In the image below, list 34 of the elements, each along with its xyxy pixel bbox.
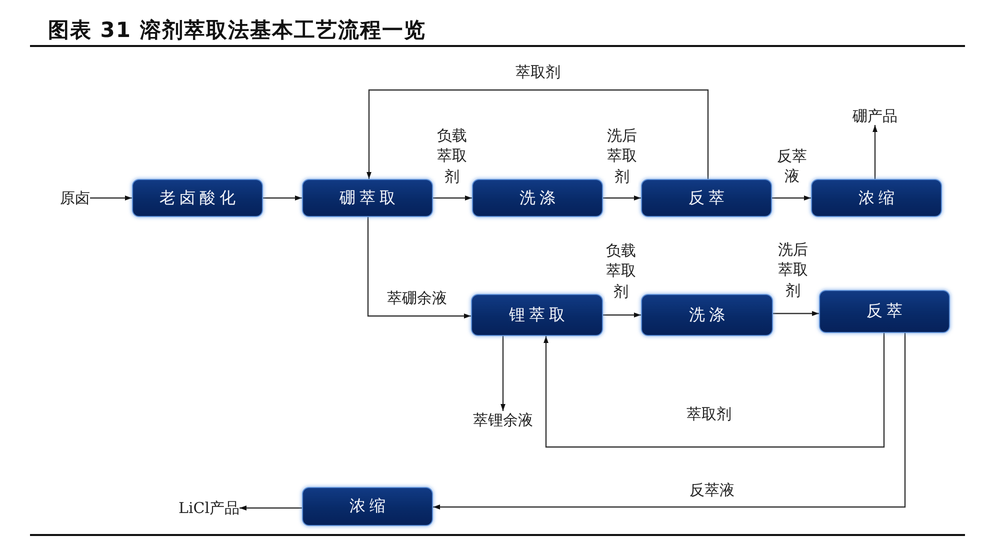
- arrow: [872, 125, 878, 179]
- process-box: 反萃: [641, 179, 772, 217]
- process-box: 浓缩: [811, 179, 942, 217]
- arrow: [367, 217, 471, 318]
- process-box: 硼萃取: [302, 179, 433, 217]
- edge-label: 洗后萃取剂: [777, 240, 809, 300]
- arrow: [500, 336, 506, 411]
- process-box: 反萃: [819, 290, 950, 333]
- diagram-title: 图表 31 溶剂萃取法基本工艺流程一览: [48, 17, 426, 43]
- arrow: [772, 196, 811, 200]
- process-box: 锂萃取: [471, 294, 603, 336]
- arrow: [90, 196, 132, 200]
- product-label: LiCl产品: [178, 499, 240, 517]
- arrow: [603, 312, 641, 318]
- arrow: [366, 89, 709, 179]
- edge-label: 萃取剂: [686, 404, 732, 424]
- process-box: 老卤酸化: [132, 179, 263, 217]
- arrow: [240, 506, 302, 510]
- product-label: 硼产品: [852, 107, 898, 125]
- arrow: [773, 311, 819, 316]
- edge-label: 萃取剂: [516, 62, 560, 82]
- arrow: [263, 196, 302, 200]
- arrow: [433, 333, 906, 510]
- arrow: [603, 196, 641, 200]
- edge-label: 洗后萃取剂: [606, 126, 638, 186]
- process-box: 浓缩: [302, 487, 433, 526]
- arrow: [544, 333, 885, 448]
- residue-label: 萃锂余液: [473, 411, 533, 429]
- edge-label: 负载萃取剂: [436, 126, 468, 186]
- process-box: 洗涤: [472, 179, 603, 217]
- input-label: 原卤: [60, 189, 90, 207]
- edge-label: 负载萃取剂: [605, 240, 637, 302]
- arrow: [433, 196, 472, 200]
- process-box: 洗涤: [641, 294, 773, 336]
